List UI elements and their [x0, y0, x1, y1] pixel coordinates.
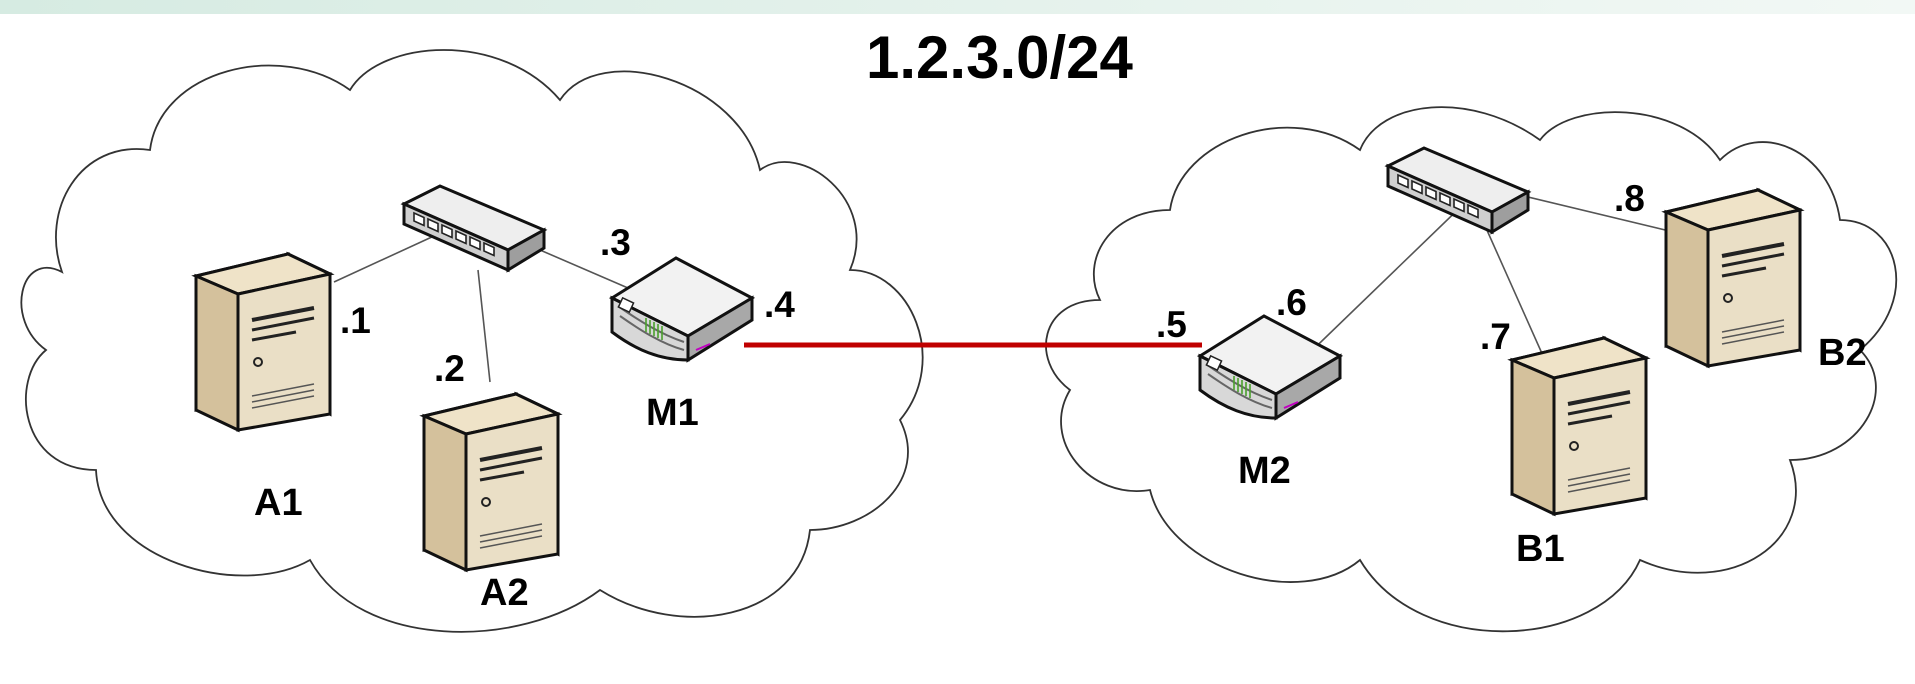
ip-label-b1: .7 — [1480, 316, 1511, 357]
cable-a2-switch — [477, 269, 491, 383]
cable-b2-switch — [1523, 195, 1691, 237]
cable-m1-switch — [539, 249, 629, 289]
ip-label-b2: .8 — [1614, 178, 1645, 219]
ip-label-m2-lan: .6 — [1276, 282, 1307, 323]
cables — [333, 195, 1691, 383]
node-label-m2: M2 — [1238, 450, 1291, 492]
server-icon-b2 — [1664, 188, 1802, 368]
cable-m2-switch — [1295, 195, 1473, 367]
node-label-a1: A1 — [254, 482, 303, 524]
ip-label-a1: .1 — [340, 300, 371, 341]
ip-label-m1-wan: .4 — [764, 284, 795, 325]
server-icon-a1 — [194, 252, 332, 432]
ip-label-m2-wan: .5 — [1156, 304, 1187, 345]
ip-label-m1-lan: .3 — [600, 222, 631, 263]
server-icon-b1 — [1510, 336, 1648, 516]
cable-b1-switch — [1485, 227, 1545, 359]
header-band — [0, 0, 1915, 14]
ip-label-a2: .2 — [434, 348, 465, 389]
cloud-left — [20, 49, 924, 633]
node-label-m1: M1 — [646, 392, 699, 434]
cable-a1-switch — [333, 235, 435, 283]
node-label-b1: B1 — [1516, 528, 1565, 570]
server-icon-a2 — [422, 392, 560, 572]
node-label-b2: B2 — [1818, 332, 1867, 374]
network-title: 1.2.3.0/24 — [866, 24, 1133, 91]
node-label-a2: A2 — [480, 572, 529, 614]
